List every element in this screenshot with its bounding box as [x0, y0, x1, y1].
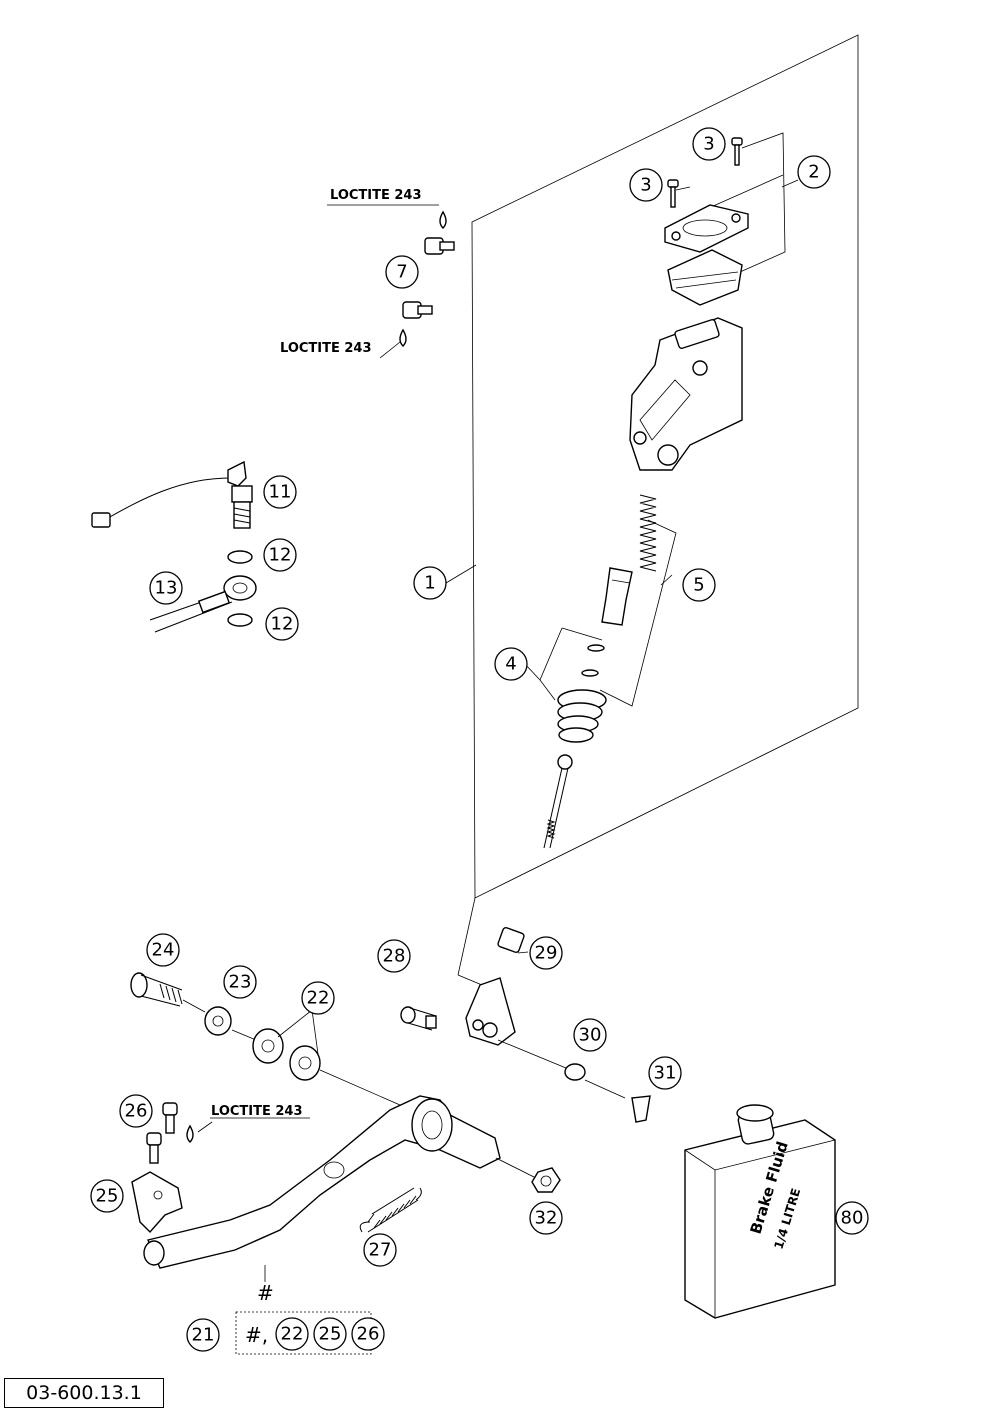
callout-31: 31: [648, 1056, 682, 1090]
svg-text:3: 3: [703, 134, 714, 155]
pivot-bolt: [130, 972, 183, 1007]
svg-text:3: 3: [640, 175, 651, 196]
callout-12: 12: [265, 607, 299, 641]
hash-mark: #: [257, 1281, 274, 1305]
brake-light-switch: [91, 460, 253, 529]
callout-21: 21: [186, 1318, 220, 1352]
callout-3: 3: [629, 168, 663, 202]
callout-26: 26: [351, 1317, 385, 1351]
svg-text:32: 32: [535, 1208, 558, 1229]
seal-part: [587, 644, 605, 652]
loctite-drop: [439, 210, 447, 229]
svg-text:27: 27: [369, 1240, 392, 1261]
svg-text:2: 2: [808, 162, 819, 183]
clevis-part: [465, 977, 516, 1046]
assembly-boundary: [471, 34, 859, 899]
washer-part: [564, 1063, 586, 1081]
svg-text:13: 13: [155, 578, 178, 599]
brake-line: [149, 575, 257, 633]
callout-27: 27: [363, 1233, 397, 1267]
reference-code: 03-600.13.1: [4, 1378, 164, 1408]
svg-text:26: 26: [357, 1324, 380, 1345]
callout-7: 7: [385, 255, 419, 289]
bushing-part: [252, 1028, 284, 1064]
spring-part: [639, 494, 657, 572]
push-rod: [543, 754, 573, 849]
brake-fluid-bottle: [684, 1104, 836, 1319]
svg-text:1: 1: [424, 573, 435, 594]
screw-part: [162, 1102, 178, 1134]
piston-part: [601, 567, 633, 626]
svg-text:21: 21: [192, 1325, 215, 1346]
return-spring: [359, 1187, 422, 1233]
stop-bracket: [131, 1171, 183, 1234]
clevis-pin: [400, 1006, 437, 1031]
loctite-drop: [186, 1124, 194, 1143]
lock-nut: [497, 926, 525, 954]
washer-part: [204, 1006, 232, 1036]
callout-22: 22: [275, 1317, 309, 1351]
master-cylinder-body: [629, 317, 743, 471]
callout-29: 29: [529, 936, 563, 970]
svg-text:12: 12: [269, 545, 292, 566]
svg-text:12: 12: [271, 614, 294, 635]
nut-part: [531, 1167, 561, 1193]
callout-80: 80: [835, 1201, 869, 1235]
svg-text:11: 11: [269, 482, 292, 503]
callout-26: 26: [119, 1094, 153, 1128]
loctite-drop: [399, 328, 407, 347]
svg-text:25: 25: [96, 1186, 119, 1207]
callout-5: 5: [682, 568, 716, 602]
cotter-pin: [631, 1095, 651, 1123]
kit-hash-label: #,: [245, 1323, 268, 1347]
bolt-part: [402, 301, 433, 319]
callout-28: 28: [377, 939, 411, 973]
callout-25: 25: [90, 1179, 124, 1213]
loctite-note: LOCTITE 243: [330, 188, 422, 203]
svg-text:30: 30: [579, 1025, 602, 1046]
svg-text:23: 23: [229, 972, 252, 993]
callout-3: 3: [692, 127, 726, 161]
svg-text:26: 26: [125, 1101, 148, 1122]
svg-text:22: 22: [281, 1324, 304, 1345]
bushing-part: [289, 1045, 321, 1081]
callout-1: 1: [413, 566, 447, 600]
callout-22: 22: [301, 981, 335, 1015]
bellows-gasket: [667, 249, 743, 306]
svg-text:80: 80: [841, 1208, 864, 1229]
brake-pedal: [143, 1095, 501, 1269]
boot-part: [557, 689, 607, 743]
callout-25: 25: [313, 1317, 347, 1351]
svg-text:29: 29: [535, 943, 558, 964]
callout-2: 2: [797, 155, 831, 189]
svg-text:24: 24: [152, 940, 175, 961]
svg-text:25: 25: [319, 1324, 342, 1345]
o-ring: [227, 550, 253, 564]
screw-part: [667, 179, 679, 208]
svg-text:28: 28: [383, 946, 406, 967]
callout-30: 30: [573, 1018, 607, 1052]
svg-text:22: 22: [307, 988, 330, 1009]
callout-32: 32: [529, 1201, 563, 1235]
callout-23: 23: [223, 965, 257, 999]
callout-11: 11: [263, 475, 297, 509]
screw-part: [731, 137, 743, 166]
svg-text:7: 7: [396, 262, 407, 283]
reservoir-cover: [664, 204, 749, 253]
callout-12: 12: [263, 538, 297, 572]
svg-text:31: 31: [654, 1063, 677, 1084]
loctite-note: LOCTITE 243: [280, 341, 372, 356]
seal-part: [581, 669, 599, 677]
callout-4: 4: [494, 647, 528, 681]
callout-13: 13: [149, 571, 183, 605]
screw-part: [146, 1132, 162, 1164]
callout-24: 24: [146, 933, 180, 967]
svg-text:4: 4: [505, 654, 516, 675]
o-ring: [227, 613, 253, 627]
bolt-part: [424, 237, 455, 255]
svg-text:5: 5: [693, 575, 704, 596]
loctite-note: LOCTITE 243: [211, 1104, 303, 1119]
